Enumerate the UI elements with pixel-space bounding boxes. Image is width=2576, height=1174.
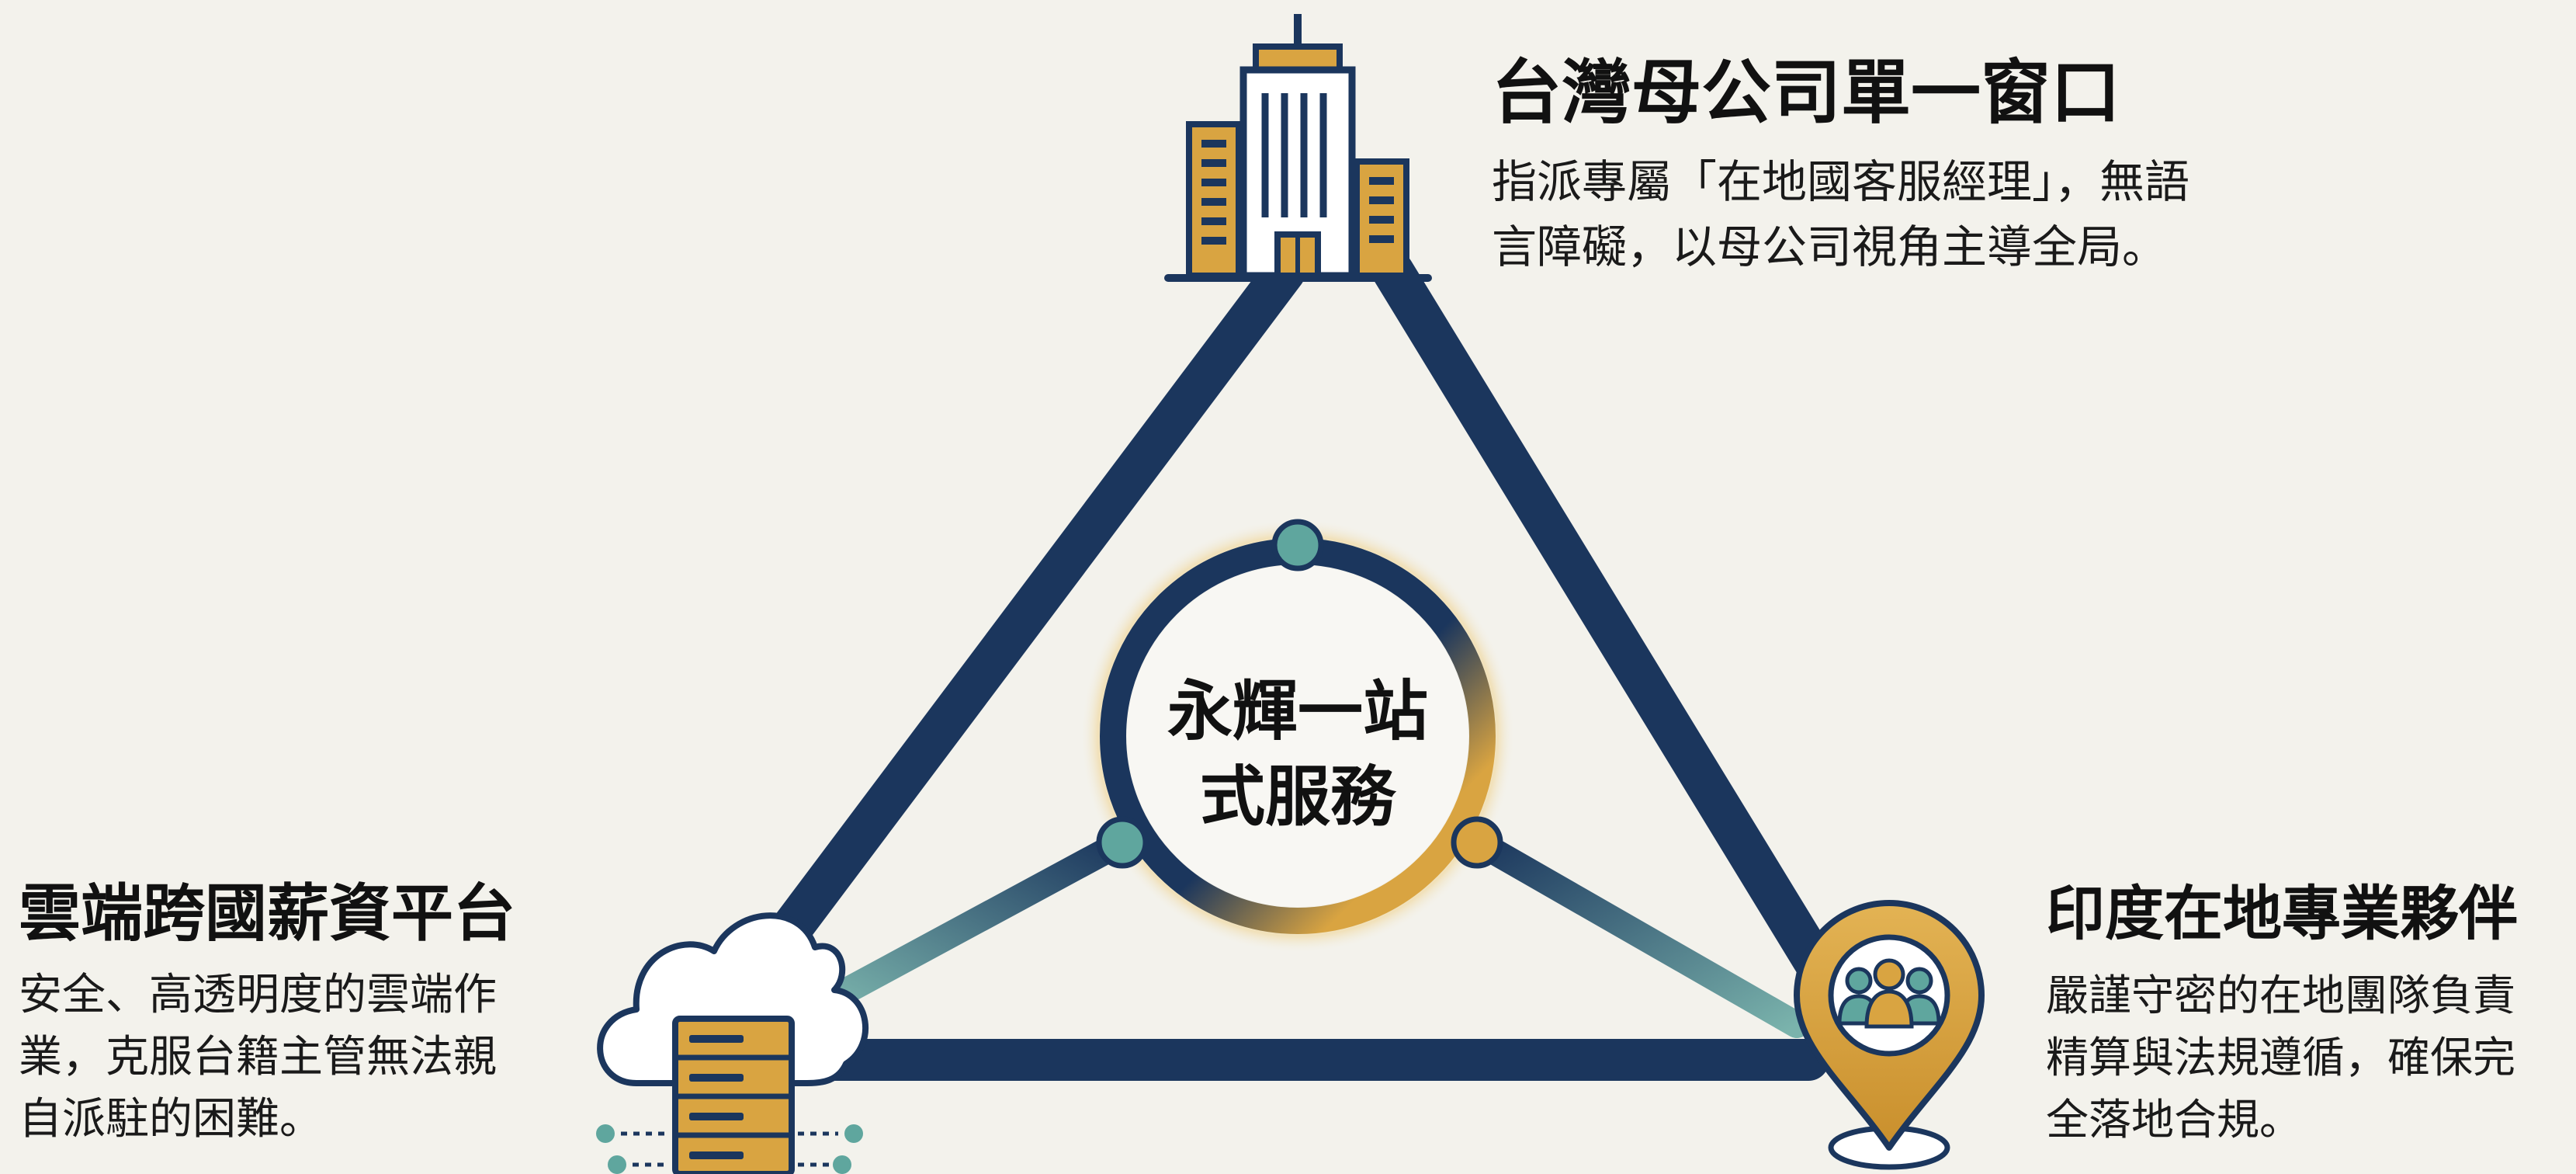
taiwan-hq-desc-line1: 指派專屬「在地國客服經理」，無語: [1492, 155, 2190, 208]
cloud-platform-title: 雲端跨國薪資平台: [19, 877, 515, 950]
team-location-pin-icon: [1794, 900, 1985, 1170]
team-people-icon: [1837, 958, 1941, 1029]
connector-dot-top: [1271, 519, 1324, 571]
taiwan-hq-description: 指派專屬「在地國客服經理」，無語 言障礙，以母公司視角主導全局。: [1492, 149, 2252, 280]
hub-center: [1127, 565, 1468, 907]
taiwan-hq-title: 台灣母公司單一窗口: [1492, 52, 2120, 134]
india-partner-description: 嚴謹守密的在地團隊負責 精算與法規遵循，確保完 全落地合規。: [2046, 964, 2574, 1151]
triangle-edge-left: [759, 251, 1305, 964]
hub: 永輝一站 式服務: [1080, 519, 1515, 953]
hub-label-line2: 式服務: [1200, 759, 1397, 835]
connector-dot-left: [1096, 816, 1149, 869]
cloud-platform-block: 雲端跨國薪資平台 安全、高透明度的雲端作 業，克服台籍主管無法親 自派駐的困難。: [19, 871, 577, 1151]
hub-label-line1: 永輝一站: [1167, 673, 1428, 749]
cloud-platform-description: 安全、高透明度的雲端作 業，克服台籍主管無法親 自派駐的困難。: [19, 964, 577, 1151]
india-partner-desc-line2: 精算與法規遵循，確保完: [2046, 1033, 2516, 1082]
india-partner-block: 印度在地專業夥伴 嚴謹守密的在地團隊負責 精算與法規遵循，確保完 全落地合規。: [2046, 871, 2574, 1151]
spoke-right: [1465, 829, 1810, 1038]
triangle-edge-right: [1372, 251, 1841, 992]
taiwan-hq-block: 台灣母公司單一窗口 指派專屬「在地國客服經理」，無語 言障礙，以母公司視角主導全…: [1492, 48, 2252, 280]
connector-dot-right: [1451, 816, 1503, 869]
connector-dots: [1096, 519, 1503, 869]
hub-spokes: [813, 262, 1810, 1038]
india-partner-desc-line1: 嚴謹守密的在地團隊負責: [2046, 971, 2516, 1020]
india-partner-desc-line3: 全落地合規。: [2046, 1095, 2303, 1144]
spoke-left: [813, 829, 1135, 1015]
cloud-platform-desc-line2: 業，克服台籍主管無法親: [19, 1032, 497, 1082]
cloud-server-icon: [596, 912, 868, 1174]
taiwan-hq-desc-line2: 言障礙，以母公司視角主導全局。: [1492, 221, 2168, 273]
office-building-icon: [1164, 14, 1432, 282]
india-partner-title: 印度在地專業夥伴: [2046, 879, 2518, 948]
cloud-platform-desc-line3: 自派駐的困難。: [19, 1094, 323, 1144]
cloud-platform-desc-line1: 安全、高透明度的雲端作: [19, 970, 497, 1020]
triangle-frame: [759, 251, 1841, 1081]
